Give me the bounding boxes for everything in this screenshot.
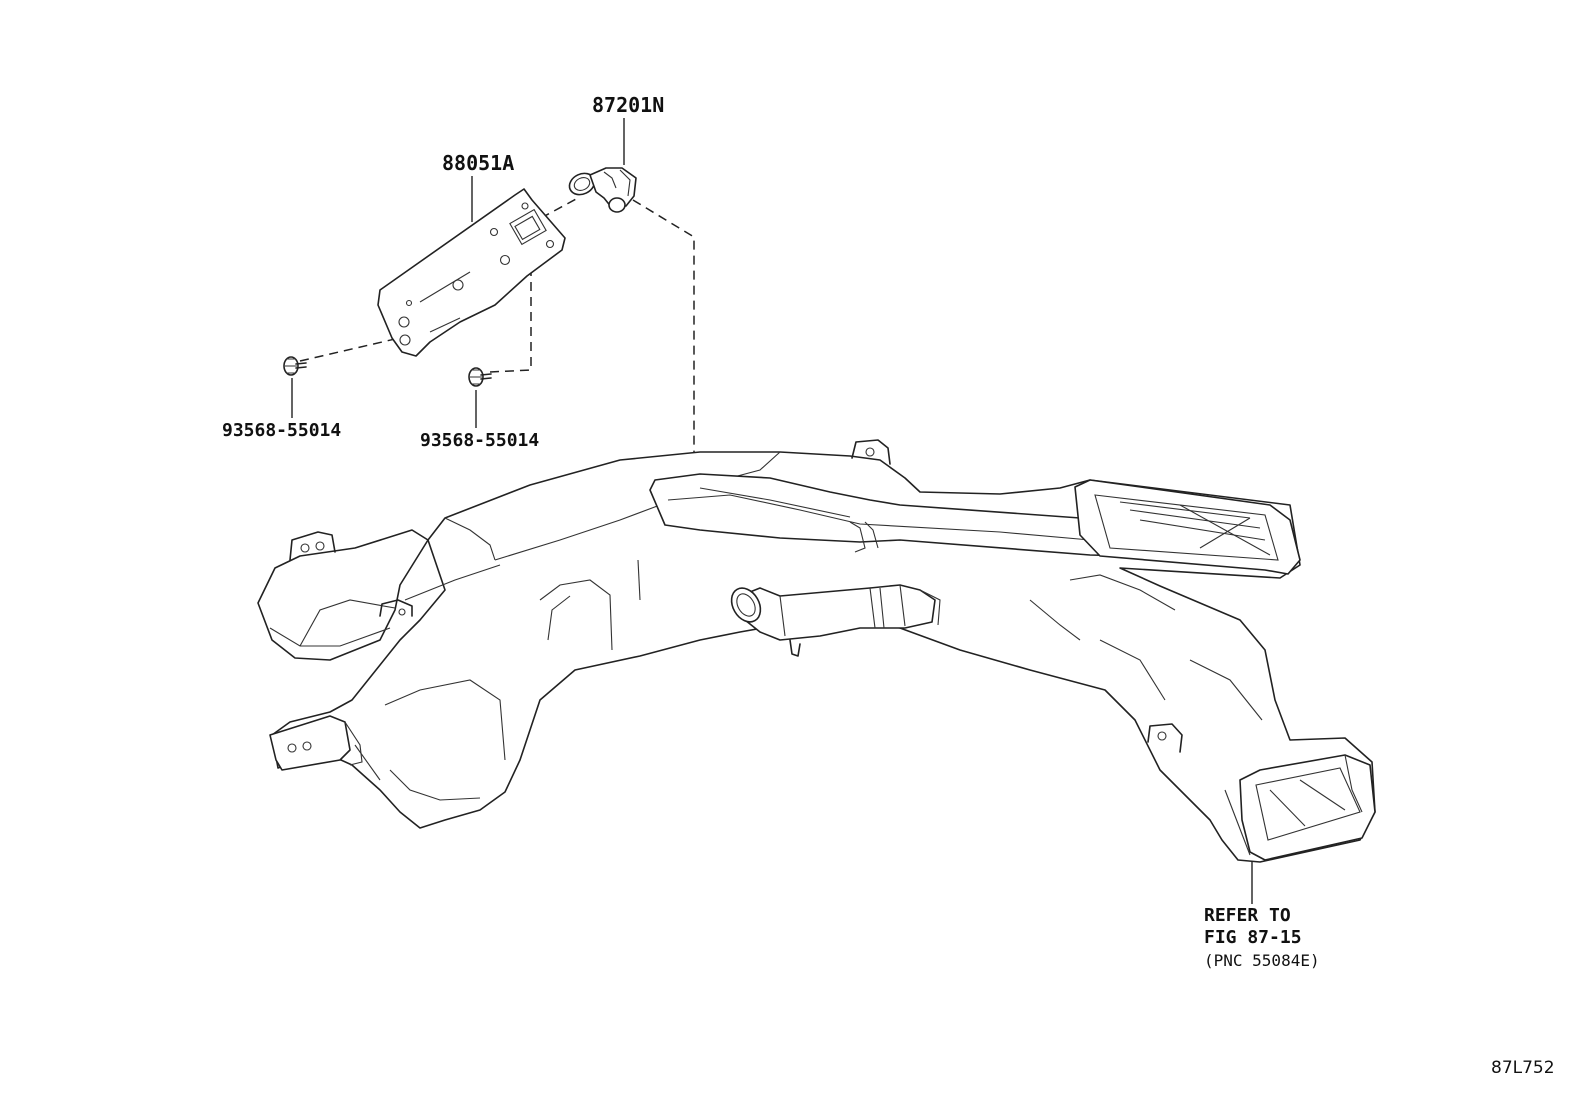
refer-to-line3: (PNC 55084E) [1204,951,1320,970]
bolt-right [468,367,492,387]
label-88051A: 88051A [442,151,514,175]
bracket-88051A [377,188,566,357]
label-bolt-right: 93568-55014 [420,430,539,451]
figure-code: 87L752 [1491,1058,1555,1078]
hose-87201N [568,167,637,213]
leader-lines [291,118,1253,904]
label-bolt-left: 93568-55014 [222,420,341,441]
bolt-left [283,356,307,376]
refer-to-line2: FIG 87-15 [1204,927,1302,948]
label-87201N: 87201N [592,93,664,117]
rear-duct-assembly [257,439,1376,863]
refer-to-line1: REFER TO [1204,905,1291,926]
